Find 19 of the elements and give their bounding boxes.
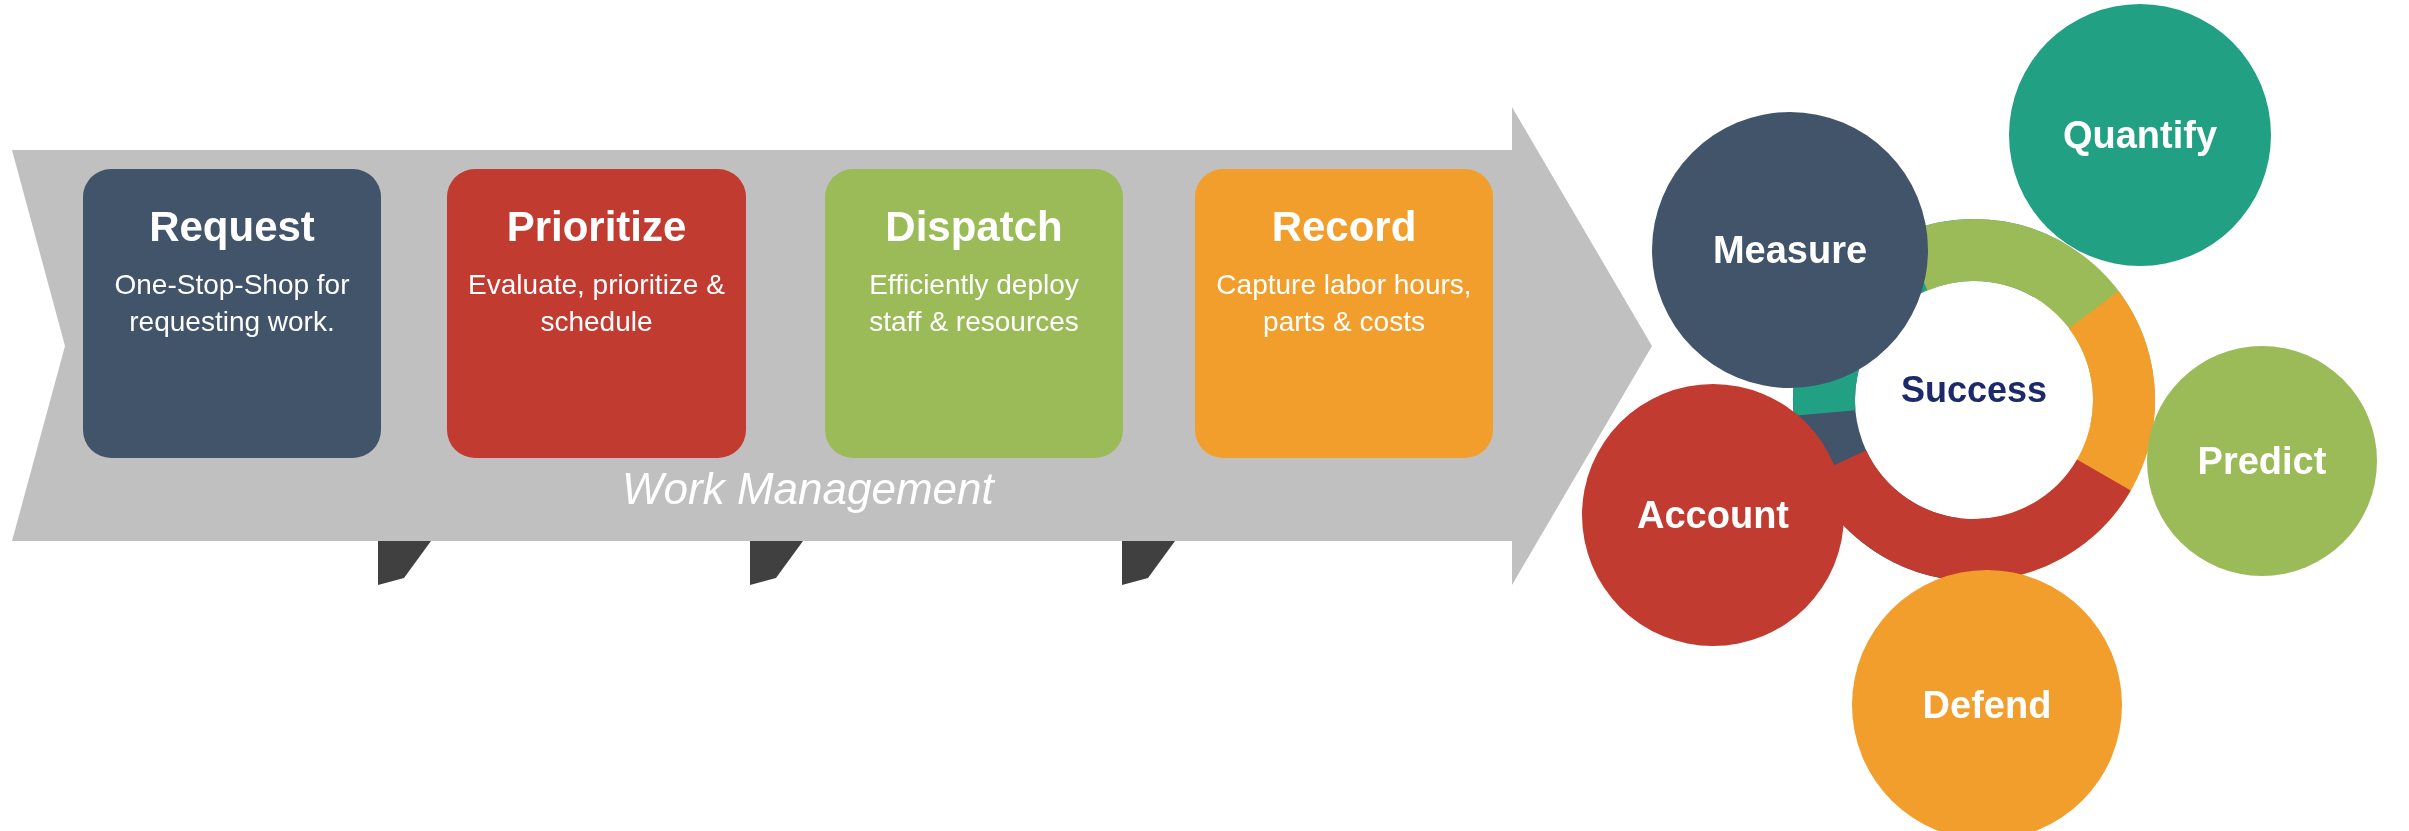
center-label: Success bbox=[1900, 368, 2048, 412]
step-description: One-Stop-Shop for requesting work. bbox=[113, 267, 351, 340]
step-description: Capture labor hours, parts & costs bbox=[1215, 267, 1473, 340]
petal-label: Quantify bbox=[2062, 112, 2218, 158]
step-title: Prioritize bbox=[506, 202, 687, 252]
step-card bbox=[1195, 169, 1493, 458]
step-title: Request bbox=[149, 202, 315, 252]
step-card bbox=[83, 169, 381, 458]
petal-label: Measure bbox=[1712, 227, 1868, 273]
petal-label: Defend bbox=[1922, 682, 2052, 728]
step-card bbox=[825, 169, 1123, 458]
petal-label: Predict bbox=[2197, 438, 2327, 484]
step-description: Evaluate, prioritize & schedule bbox=[467, 267, 726, 340]
step-card bbox=[447, 169, 746, 458]
petal-label: Account bbox=[1637, 492, 1789, 538]
step-description: Efficiently deploy staff & resources bbox=[868, 267, 1080, 340]
band-label: Work Management bbox=[622, 467, 994, 511]
step-title: Dispatch bbox=[885, 202, 1063, 252]
step-title: Record bbox=[1271, 202, 1417, 252]
